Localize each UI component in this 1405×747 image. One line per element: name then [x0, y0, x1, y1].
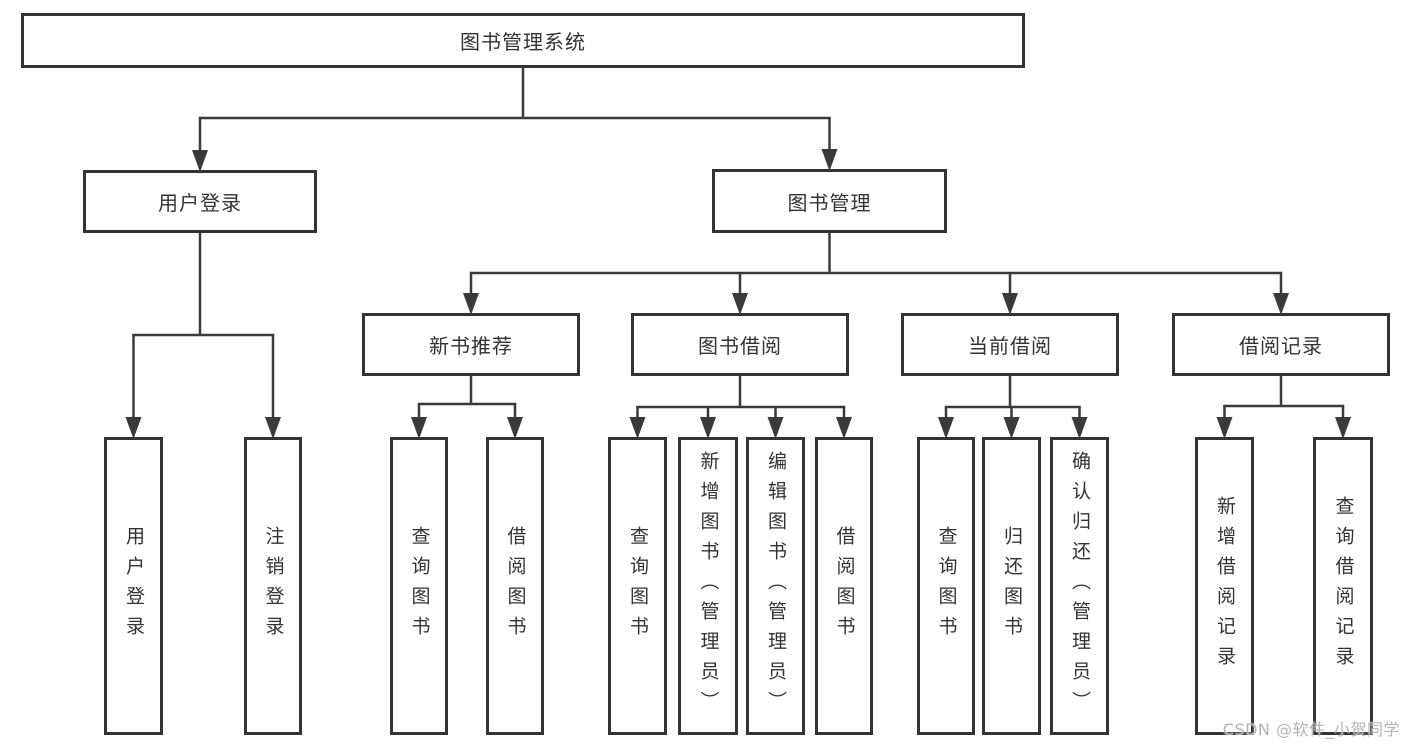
- node-label-rec: 新书推荐: [429, 334, 513, 358]
- node-box-borrow-edit: 编辑图书（管理员）: [746, 437, 805, 735]
- node-label-current: 当前借阅: [968, 334, 1052, 358]
- arrowhead-icon: [732, 293, 748, 315]
- node-box-borrow-query: 查询图书: [608, 437, 667, 735]
- node-label-current-confirm: 确认归还（管理员）: [1069, 451, 1091, 721]
- node-label-login-user: 用户登录: [123, 526, 145, 646]
- arrowhead-icon: [700, 417, 716, 439]
- node-box-borrow: 图书借阅: [631, 313, 849, 376]
- node-box-rec-query: 查询图书: [390, 437, 448, 735]
- arrowhead-icon: [836, 417, 852, 439]
- node-box-mgmt: 图书管理: [712, 169, 947, 233]
- arrowhead-icon: [192, 150, 208, 172]
- node-label-mgmt: 图书管理: [787, 190, 872, 215]
- arrowhead-icon: [411, 417, 427, 439]
- arrowhead-icon: [507, 417, 523, 439]
- node-label-borrow-add: 新增图书（管理员）: [697, 451, 720, 721]
- node-label-login: 用户登录: [158, 191, 242, 215]
- node-box-records-add: 新增借阅记录: [1195, 437, 1254, 735]
- arrowhead-icon: [938, 417, 954, 439]
- node-box-rec-borrow: 借阅图书: [486, 437, 544, 735]
- node-label-borrow-edit: 编辑图书（管理员）: [765, 451, 787, 721]
- arrowhead-icon: [1002, 293, 1018, 315]
- node-label-records-query: 查询借阅记录: [1332, 496, 1355, 676]
- node-box-current: 当前借阅: [901, 313, 1119, 376]
- arrowhead-icon: [821, 149, 838, 171]
- node-label-records: 借阅记录: [1239, 334, 1323, 358]
- arrowhead-icon: [629, 417, 646, 439]
- node-label-borrow-borrow: 借阅图书: [833, 526, 856, 646]
- arrowhead-icon: [265, 417, 281, 439]
- arrowhead-icon: [767, 417, 784, 439]
- node-label-records-add: 新增借阅记录: [1214, 496, 1236, 676]
- node-label-rec-borrow: 借阅图书: [504, 526, 527, 646]
- arrowhead-icon: [1273, 293, 1289, 315]
- node-label-rec-query: 查询图书: [408, 526, 431, 646]
- node-box-borrow-borrow: 借阅图书: [815, 437, 873, 735]
- node-box-login-logout: 注销登录: [244, 437, 302, 735]
- node-box-root: 图书管理系统: [21, 13, 1025, 68]
- node-label-login-logout: 注销登录: [262, 526, 285, 646]
- arrowhead-icon: [1216, 417, 1233, 439]
- watermark: CSDN @软件_小贺同学: [1222, 720, 1400, 739]
- node-label-borrow-query: 查询图书: [627, 526, 649, 646]
- node-box-login-user: 用户登录: [104, 437, 163, 735]
- node-box-rec: 新书推荐: [362, 313, 580, 376]
- arrowhead-icon: [1003, 417, 1020, 439]
- node-label-current-return: 归还图书: [1001, 526, 1023, 646]
- node-box-records-query: 查询借阅记录: [1313, 437, 1373, 735]
- arrowhead-icon: [125, 417, 142, 439]
- arrowhead-icon: [1335, 417, 1351, 439]
- node-box-current-query: 查询图书: [917, 437, 975, 735]
- arrowhead-icon: [463, 293, 479, 315]
- node-label-borrow: 图书借阅: [698, 334, 782, 358]
- node-box-borrow-add: 新增图书（管理员）: [678, 437, 738, 735]
- node-box-records: 借阅记录: [1172, 313, 1390, 376]
- node-label-current-query: 查询图书: [935, 526, 958, 646]
- node-box-login: 用户登录: [83, 170, 317, 233]
- node-box-current-return: 归还图书: [982, 437, 1041, 735]
- node-label-root: 图书管理系统: [460, 30, 586, 54]
- node-box-current-confirm: 确认归还（管理员）: [1050, 437, 1109, 735]
- arrowhead-icon: [1071, 417, 1088, 439]
